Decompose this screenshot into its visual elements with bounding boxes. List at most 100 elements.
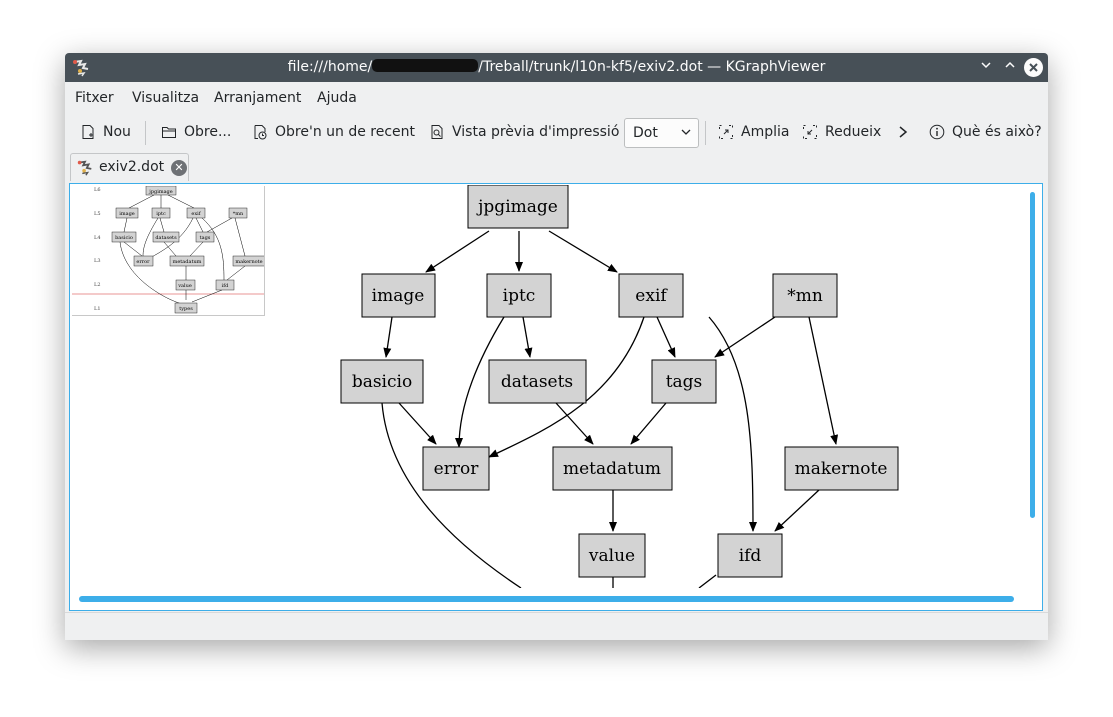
birds-eye-overview[interactable]: L6 L5 L4 L3 L2 L1 (72, 185, 266, 316)
vertical-scrollbar[interactable] (1030, 192, 1035, 518)
node-makernote (784, 446, 899, 491)
overview-node-label: image (119, 211, 135, 217)
graph-canvas[interactable]: jpgimage image iptc exif *mn basicio dat… (71, 185, 1021, 588)
node-label-jpgimage: jpgimage (476, 197, 558, 217)
node-error (422, 446, 490, 491)
more-actions-button[interactable] (897, 115, 916, 149)
edge-tags-metadatum (630, 402, 667, 445)
node-value (578, 533, 646, 578)
overview-node-label: types (179, 306, 193, 312)
graph-view[interactable]: jpgimage image iptc exif *mn basicio dat… (69, 183, 1043, 611)
zoom-out-icon (803, 125, 817, 139)
node-label-exif: exif (635, 286, 668, 306)
horizontal-scrollbar[interactable] (79, 596, 1014, 602)
info-icon (929, 124, 945, 140)
edge-mn-makernote (808, 316, 839, 445)
edge-image-basicio (383, 316, 393, 358)
edge-jpgimage-exif (548, 230, 618, 273)
node-tags (651, 359, 717, 404)
chevron-up-icon (1004, 61, 1015, 68)
edge-ifd-types (698, 574, 717, 588)
maximize-button[interactable] (1000, 58, 1019, 77)
overview-node-label: error (136, 259, 150, 265)
tab-exiv2-dot[interactable]: exiv2.dot ✕ (70, 153, 189, 181)
close-icon (1029, 63, 1038, 72)
edge-exif-error (488, 316, 645, 458)
title-bar[interactable]: file:///home/ /Treball/trunk/l10n-kf5/exi… (65, 53, 1048, 82)
edge-exif-tags (656, 316, 676, 358)
zoom-in-button[interactable]: Amplia (718, 115, 789, 149)
print-preview-button-label: Vista prèvia d'impressió (452, 124, 620, 140)
edge-iptc-error (455, 316, 505, 448)
node-label-basicio: basicio (352, 372, 412, 392)
node-label-image: image (372, 286, 425, 306)
document-tab-bar: exiv2.dot ✕ (65, 153, 1048, 181)
menu-fitxer[interactable]: Fitxer (75, 90, 114, 106)
node-label-iptc: iptc (503, 286, 536, 306)
close-window-button[interactable] (1024, 58, 1043, 77)
node-label-makernote: makernote (795, 459, 888, 479)
print-preview-button[interactable]: Vista prèvia d'impressió (429, 115, 619, 149)
open-recent-button[interactable]: Obre'n un de recent (252, 115, 415, 149)
toolbar-separator (145, 121, 146, 145)
rank-label: L4 (94, 235, 101, 241)
minimize-button[interactable] (976, 58, 995, 77)
new-button-label: Nou (103, 124, 131, 140)
menu-visualitza[interactable]: Visualitza (132, 90, 200, 106)
app-window: file:///home/ /Treball/trunk/l10n-kf5/exi… (65, 53, 1048, 640)
rank-label: L2 (94, 282, 101, 288)
node-label-tags: tags (666, 372, 703, 392)
open-button-label: Obre... (184, 124, 232, 140)
print-preview-icon (431, 125, 443, 139)
edge-exif-ifd (708, 316, 757, 532)
window-title: file:///home/ /Treball/trunk/l10n-kf5/exi… (65, 59, 1048, 75)
node-image (361, 273, 436, 318)
zoom-in-icon (719, 125, 733, 139)
node-basicio (340, 359, 424, 404)
overview-node-label: datasets (155, 235, 177, 241)
node-mn (772, 273, 838, 318)
edge-basicio-error (398, 402, 437, 445)
overview-drawing: L6 L5 L4 L3 L2 L1 (72, 185, 266, 314)
new-document-icon (82, 125, 94, 139)
overview-node-label: makernote (235, 259, 262, 265)
open-recent-button-label: Obre'n un de recent (275, 124, 416, 140)
overview-node-label: basicio (115, 235, 133, 241)
overview-node-label: value (177, 283, 192, 289)
menu-ajuda[interactable]: Ajuda (317, 90, 357, 106)
rank-label: L6 (94, 187, 101, 193)
open-button[interactable]: Obre... (161, 115, 231, 149)
recent-document-icon (254, 125, 267, 140)
folder-open-icon (162, 127, 176, 138)
overview-node-label: metadatum (173, 259, 202, 265)
tab-label: exiv2.dot (99, 159, 165, 175)
chevron-right-icon (899, 126, 908, 138)
menu-arranjament[interactable]: Arranjament (214, 90, 302, 106)
node-label-metadatum: metadatum (563, 459, 661, 479)
window-title-prefix: file:///home/ (287, 59, 373, 75)
node-metadatum (552, 446, 673, 491)
overview-node-label: exif (191, 211, 201, 217)
chevron-down-icon (681, 129, 691, 135)
close-tab-icon[interactable]: ✕ (171, 160, 187, 176)
rank-label: L1 (94, 306, 101, 312)
node-label-value: value (588, 546, 635, 566)
edge-iptc-datasets (522, 316, 533, 358)
edge-basicio-types (381, 402, 522, 588)
whats-this-button[interactable]: Què és això? (929, 115, 1042, 149)
node-label-mn: *mn (787, 286, 823, 306)
layout-algorithm-select[interactable]: Dot (624, 118, 699, 148)
new-button[interactable]: Nou (80, 115, 131, 149)
rank-label: L5 (94, 211, 101, 217)
overview-node-label: jpgimage (148, 189, 172, 195)
edge-makernote-ifd (774, 489, 820, 532)
zoom-out-button[interactable]: Redueix (802, 115, 881, 149)
node-exif (618, 273, 684, 318)
kgraphviewer-app-icon[interactable] (71, 58, 91, 78)
node-jpgimage (467, 185, 569, 229)
node-ifd (717, 533, 783, 578)
overview-node-label: tags (200, 235, 211, 241)
window-title-suffix: /Treball/trunk/l10n-kf5/exiv2.dot — KGra… (478, 59, 826, 75)
menu-bar: Fitxer Visualitza Arranjament Ajuda (65, 82, 1048, 112)
layout-algorithm-value: Dot (633, 125, 658, 141)
